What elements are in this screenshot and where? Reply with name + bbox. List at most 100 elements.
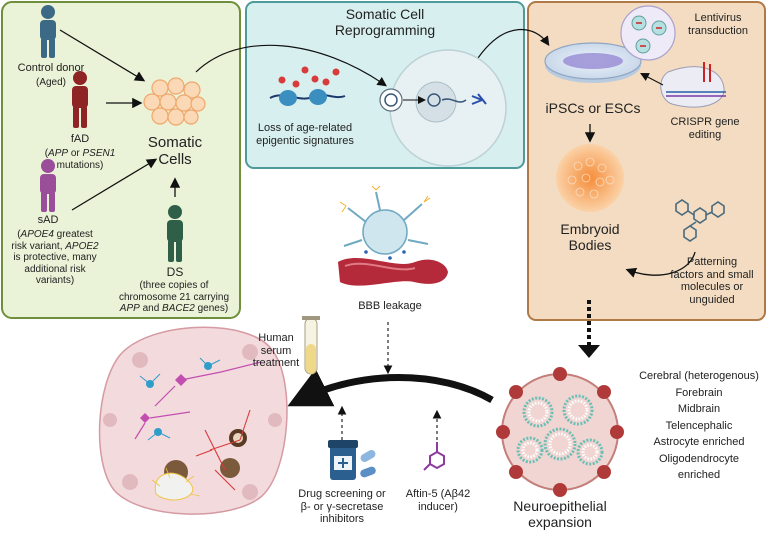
- fad-note-app: APP: [48, 148, 69, 159]
- ds-note-genes: genes): [194, 303, 229, 314]
- arrow-control-to-somatic: [59, 29, 146, 82]
- brain-organoid-icon: [98, 326, 288, 515]
- organoid-types-list: Cerebral (heterogenous) Forebrain Midbra…: [632, 368, 766, 484]
- crispr-label-1: CRISPR gene: [670, 116, 740, 128]
- sad-person-icon: [40, 159, 56, 212]
- sad-note-additional: additional risk: [24, 263, 86, 275]
- drug-label-2: β- or γ-secretase: [300, 500, 384, 513]
- arrow-neuroepithelium-to-organoid: [287, 368, 494, 407]
- crispr-icon: [660, 62, 726, 108]
- lentivirus-label-1: Lentivirus: [694, 12, 742, 24]
- embryoid-bodies-label-2: Bodies: [568, 237, 612, 254]
- ds-note-1: (three copies of: [139, 280, 209, 291]
- drug-screening-label: Drug screening or β- or γ-secretase inhi…: [282, 488, 402, 526]
- serum-label-1: Human: [258, 332, 294, 344]
- crispr-label-2: editing: [688, 128, 722, 141]
- drug-label-1: Drug screening or: [298, 488, 386, 500]
- cell-culture-dish-icon: [544, 42, 642, 83]
- arrow-somatic-to-reprogramming: [195, 44, 387, 87]
- control-donor-person-icon: [40, 5, 56, 58]
- aftin-label: Aftin-5 (Aβ42 inducer): [398, 488, 478, 513]
- somatic-cells-icon: [143, 77, 206, 126]
- epigenetic-label-1: Loss of age-related: [257, 122, 353, 134]
- aftin-label-1: Aftin-5 (Aβ42: [405, 488, 471, 500]
- neuroepithelial-label: Neuroepithelial expansion: [500, 498, 620, 530]
- small-molecule-icon: [675, 199, 725, 242]
- control-donor-note: (Aged): [35, 77, 66, 88]
- patterning-label-3: molecules or: [680, 281, 744, 294]
- patterning-label-1: Patterning: [686, 256, 738, 268]
- sad-note-greatest: greatest: [53, 229, 93, 240]
- aftin-label-2: inducer): [418, 500, 458, 513]
- sad-note-variants: variants): [35, 275, 75, 286]
- neuroepithelial-label-1: Neuroepithelial: [513, 498, 607, 514]
- arrow-patterning-to-eb: [625, 251, 696, 278]
- bbb-leakage-icon: [338, 185, 448, 286]
- patterning-label-4: unguided: [689, 293, 735, 306]
- arrow-eb-to-neuroepithelium-head: [578, 345, 600, 358]
- control-donor-label: Control donor: [17, 62, 85, 74]
- reprogramming-title-2: Reprogramming: [334, 22, 436, 39]
- fad-note-mutations: mutations): [56, 159, 104, 171]
- fad-note-psen1: PSEN1: [82, 148, 116, 159]
- arrow-reprogramming-to-ipsc: [477, 28, 550, 59]
- organoid-type-item: enriched: [677, 469, 721, 481]
- lentivirus-icon: [620, 5, 676, 61]
- drug-label-3: inhibitors: [319, 513, 365, 526]
- embryoid-bodies-label-1: Embryoid: [560, 221, 620, 237]
- reprogramming-title-1: Somatic Cell: [345, 6, 425, 22]
- fad-note-or: or: [68, 148, 83, 159]
- ds-label: DS: [166, 265, 184, 279]
- sad-note: (APOE4 greatest risk variant, APOE2 is p…: [11, 229, 99, 286]
- ds-person-icon: [167, 205, 183, 262]
- epigenetic-label: Loss of age-related epigentic signatures: [250, 122, 360, 147]
- reprogramming-cell-icon: [379, 49, 507, 167]
- serum-treatment-label: Human serum treatment: [246, 332, 306, 370]
- ds-note-app: APP: [119, 303, 140, 314]
- sad-note-protective: is protective, many: [13, 252, 97, 263]
- bbb-leakage-label: BBB leakage: [358, 300, 422, 312]
- organoid-type-item: Astrocyte enriched: [653, 436, 745, 448]
- patterning-label-2: factors and small: [670, 268, 754, 281]
- organoid-type-item: Telencephalic: [665, 419, 733, 432]
- patterning-label: Patterning factors and small molecules o…: [662, 256, 762, 307]
- serum-tube-icon: [302, 316, 320, 375]
- sad-note-apoe4: APOE4: [20, 229, 54, 240]
- fad-person-icon: [72, 71, 88, 128]
- somatic-cells-label-2: Cells: [158, 151, 192, 169]
- lentivirus-label: Lentivirus transduction: [676, 12, 760, 37]
- neuroepithelial-label-2: expansion: [528, 514, 592, 531]
- neuroepithelial-organoid-icon: [496, 367, 624, 497]
- organoid-type-item: Midbrain: [677, 403, 721, 415]
- ds-note-bace2: BACE2: [162, 303, 195, 314]
- organoid-type-item: Cerebral (heterogenous): [639, 370, 759, 382]
- arrow-crispr-to-ipsc: [640, 72, 664, 86]
- epigenetic-marks-icon: [269, 66, 346, 106]
- crispr-label: CRISPR gene editing: [660, 116, 750, 141]
- somatic-cells-label-1: Somatic: [147, 134, 203, 151]
- ds-note-and: and: [139, 303, 163, 314]
- embryoid-body-icon: [556, 144, 624, 212]
- reprogramming-title: Somatic Cell Reprogramming: [320, 6, 450, 38]
- embryoid-bodies-label: Embryoid Bodies: [540, 221, 640, 253]
- drug-bottle-icon: [328, 440, 376, 480]
- ds-note-2: chromosome 21 carrying: [118, 291, 230, 303]
- ipsc-label: iPSCs or ESCs: [545, 100, 641, 116]
- sad-note-risk: risk variant,: [11, 240, 66, 252]
- organoid-type-item: Forebrain: [675, 386, 723, 399]
- ds-note: (three copies of chromosome 21 carrying …: [108, 280, 240, 315]
- fad-label: fAD: [70, 133, 90, 145]
- fad-note: (APP or PSEN1 mutations): [44, 148, 116, 171]
- lentivirus-label-2: transduction: [688, 24, 748, 37]
- sad-note-apoe2: APOE2: [65, 240, 99, 252]
- aftin-molecule-icon: [423, 442, 445, 471]
- epigenetic-label-2: epigentic signatures: [256, 134, 354, 147]
- sad-label: sAD: [37, 214, 59, 226]
- somatic-cells-label: Somatic Cells: [135, 134, 215, 169]
- organoid-type-item: Oligodendrocyte: [658, 452, 740, 465]
- serum-label-3: treatment: [252, 357, 300, 370]
- serum-label-2: serum: [260, 344, 292, 357]
- arrow-sad-to-somatic: [71, 158, 158, 211]
